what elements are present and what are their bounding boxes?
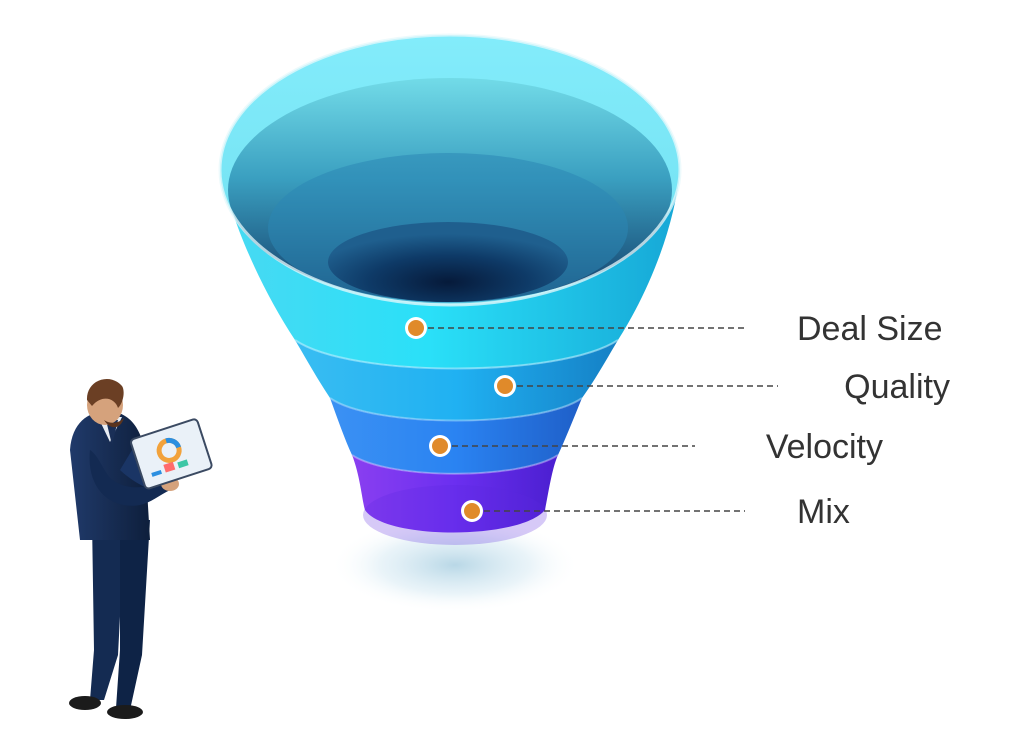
stage-marker-2 [432, 438, 448, 454]
funnel-stage-velocity [330, 398, 582, 474]
stage-marker-0 [408, 320, 424, 336]
stage-label-2: Velocity [766, 428, 883, 466]
funnel-top [218, 33, 682, 307]
funnel-shadow [330, 517, 580, 613]
stage-marker-3 [464, 503, 480, 519]
stage-marker-1 [497, 378, 513, 394]
funnel-stage-mix [352, 455, 558, 545]
funnel-stage-quality [295, 340, 618, 421]
stage-label-0: Deal Size [797, 310, 943, 348]
person-with-tablet-icon [69, 378, 213, 719]
stage-label-1: Quality [844, 368, 950, 406]
stage-label-3: Mix [797, 493, 850, 531]
